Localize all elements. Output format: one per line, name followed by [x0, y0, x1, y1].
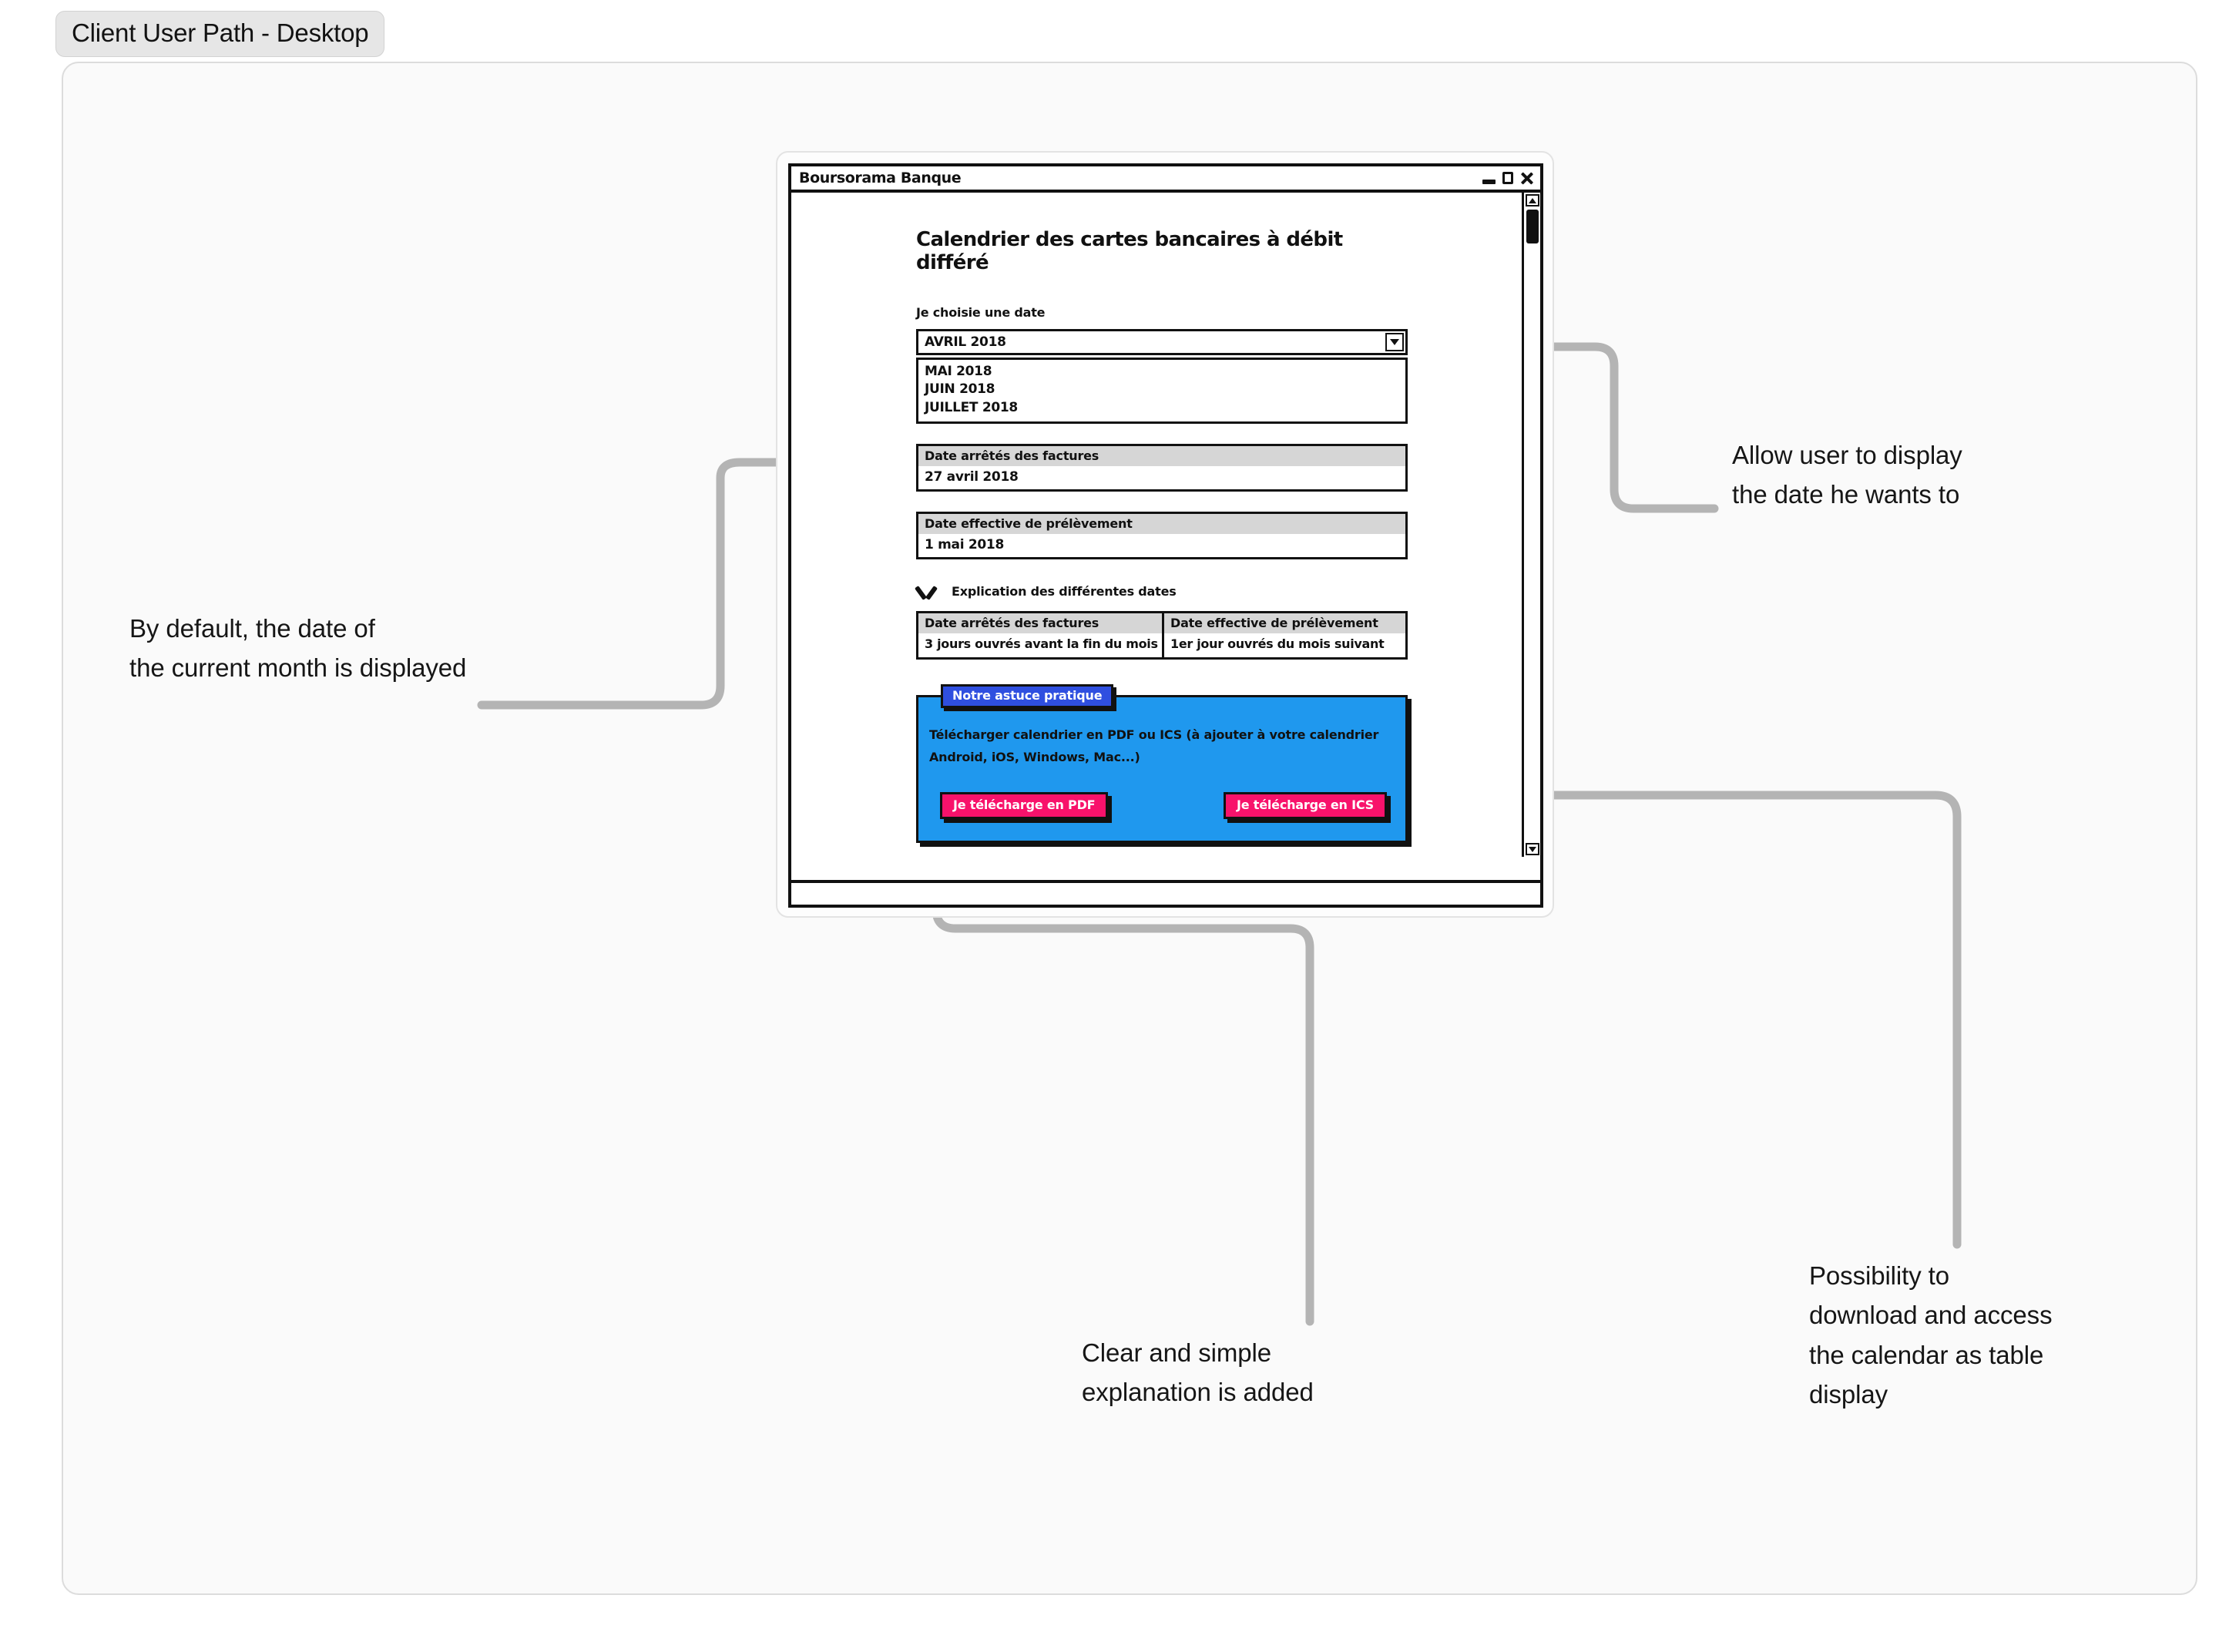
minimize-icon[interactable]	[1482, 179, 1496, 184]
month-select[interactable]: AVRIL 2018	[916, 329, 1408, 355]
maximize-icon[interactable]	[1502, 172, 1513, 184]
browser-mockup: Boursorama Banque Calendrier des cartes …	[776, 151, 1554, 918]
table-column: Date arrêtés des factures 3 jours ouvrés…	[918, 613, 1162, 658]
field-header: Date arrêtés des factures	[918, 446, 1405, 467]
window-controls	[1482, 171, 1534, 185]
tip-tab-label: Notre astuce pratique	[941, 684, 1114, 709]
table-cell: 1er jour ouvrés du mois suivant	[1170, 636, 1385, 652]
scroll-up-icon[interactable]	[1526, 194, 1539, 206]
page-title: Calendrier des cartes bancaires à débit …	[916, 228, 1343, 274]
explanation-table: Date arrêtés des factures 3 jours ouvrés…	[916, 611, 1408, 660]
accordion-label: Explication des différentes dates	[952, 584, 1177, 599]
table-column: Date effective de prélèvement 1er jour o…	[1162, 613, 1405, 658]
page-content: Calendrier des cartes bancaires à débit …	[791, 193, 1528, 857]
chevron-down-icon[interactable]	[916, 586, 936, 598]
select-option[interactable]: JUIN 2018	[925, 381, 995, 398]
scrollbar-thumb[interactable]	[1526, 210, 1539, 243]
tip-panel-wrapper: Notre astuce pratique Télécharger calend…	[916, 684, 1408, 843]
field-debit-date: Date effective de prélèvement 1 mai 2018	[916, 512, 1408, 560]
tip-button-row: Je télécharge en PDF Je télécharge en IC…	[929, 791, 1395, 819]
table-header: Date effective de prélèvement	[1164, 613, 1405, 634]
frame-title-badge[interactable]: Client User Path - Desktop	[55, 11, 385, 57]
annotation-download-table: Possibility to download and access the c…	[1809, 1261, 2053, 1409]
table-header: Date arrêtés des factures	[918, 613, 1162, 634]
field-invoice-cutoff-date: Date arrêtés des factures 27 avril 2018	[916, 444, 1408, 492]
window-titlebar: Boursorama Banque	[791, 166, 1540, 193]
field-value: 1 mai 2018	[925, 537, 1004, 553]
annotation-allow-display: Allow user to display the date he wants …	[1732, 441, 1962, 509]
annotation-clear-explanation: Clear and simple explanation is added	[1082, 1338, 1314, 1407]
window-status-bar	[791, 880, 1540, 905]
download-pdf-button[interactable]: Je télécharge en PDF	[940, 791, 1109, 819]
vertical-scrollbar[interactable]	[1522, 193, 1540, 857]
close-icon[interactable]	[1520, 171, 1534, 185]
select-label: Je choisie une date	[916, 305, 1046, 320]
annotation-default-date: By default, the date of the current mont…	[129, 614, 467, 683]
window-title: Boursorama Banque	[799, 170, 962, 186]
table-cell: 3 jours ouvrés avant la fin du mois	[925, 636, 1158, 652]
window-viewport: Calendrier des cartes bancaires à débit …	[791, 193, 1540, 857]
tip-text: Télécharger calendrier en PDF ou ICS (à …	[929, 727, 1379, 765]
field-value: 27 avril 2018	[925, 469, 1019, 485]
chevron-down-icon[interactable]	[1385, 333, 1404, 351]
tip-panel: Télécharger calendrier en PDF ou ICS (à …	[916, 695, 1408, 843]
scroll-down-icon[interactable]	[1526, 843, 1539, 855]
application-window: Boursorama Banque Calendrier des cartes …	[788, 163, 1543, 908]
explanation-accordion[interactable]: Explication des différentes dates	[916, 584, 1408, 599]
download-ics-button[interactable]: Je télécharge en ICS	[1224, 791, 1387, 819]
month-select-value: AVRIL 2018	[925, 334, 1006, 350]
field-header: Date effective de prélèvement	[918, 514, 1405, 535]
month-select-options[interactable]: MAI 2018 JUIN 2018 JUILLET 2018	[916, 358, 1408, 425]
select-option[interactable]: MAI 2018	[925, 364, 992, 379]
select-option[interactable]: JUILLET 2018	[925, 399, 1018, 415]
